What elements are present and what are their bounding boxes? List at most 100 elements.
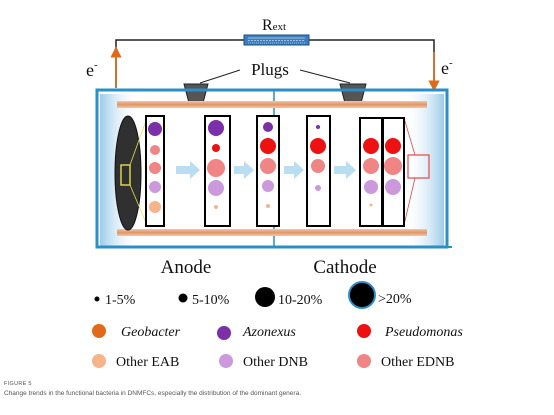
pseudomonas-circle [363, 138, 379, 154]
community-column-3 [256, 115, 280, 227]
size-marker-xlarge [348, 281, 376, 309]
plug-left [183, 83, 209, 104]
external-resistor [243, 34, 310, 46]
other-ednb-circle [207, 159, 225, 177]
cathode-zoom-line-bottom [403, 177, 416, 226]
svg-text:Other EDNB: Other EDNB [381, 355, 455, 370]
figure-caption: FIGURE 5 Change trends in the functional… [4, 380, 550, 398]
plug-pointer-left [199, 69, 241, 84]
caption-text: Change trends in the functional bacteria… [4, 390, 301, 397]
community-column-5 [359, 117, 383, 227]
size-legend-item: 5-10% [178, 293, 230, 308]
community-columns [145, 115, 405, 227]
pseudomonas-circle [212, 144, 220, 152]
other-eab-circle [266, 204, 270, 208]
plugs-label: Plugs [251, 60, 289, 79]
geobacter-swatch [92, 324, 106, 338]
other-dnb-swatch [219, 354, 233, 368]
other-ednb-circle [260, 158, 276, 174]
other-dnb-circle [149, 181, 161, 193]
pseudomonas-circle [385, 138, 401, 154]
cathode-label: Cathode [313, 257, 376, 278]
svg-text:5-10%: 5-10% [192, 293, 230, 308]
azonexus-swatch [217, 326, 231, 340]
size-legend-item: 10-20% [255, 287, 323, 308]
size-legend-item: 1-5% [94, 293, 136, 308]
other-dnb-circle [364, 180, 378, 194]
azonexus-circle [316, 125, 320, 129]
other-eab-circle [214, 205, 218, 209]
flow-arrows [176, 161, 356, 179]
other-ednb-circle [149, 162, 161, 174]
plug-right [339, 83, 367, 104]
genus-legend-item: Other DNB [219, 354, 308, 370]
top-electrode-rod [117, 101, 427, 108]
electron-label-left: e- [86, 59, 98, 80]
size-marker-small [94, 296, 100, 302]
figure-label: FIGURE 5 [4, 381, 32, 387]
size-marker-medium [178, 293, 188, 303]
resistor-pattern [248, 37, 305, 44]
anode-zoom-box [120, 164, 131, 186]
other-ednb-swatch [357, 354, 371, 368]
community-column-6 [382, 117, 405, 227]
flow-arrow-4 [334, 161, 356, 179]
cathode-glow [404, 94, 444, 246]
other-eab-circle [149, 201, 161, 213]
other-ednb-circle [311, 159, 325, 173]
electron-label-right: e- [441, 57, 453, 78]
other-ednb-circle [384, 157, 402, 175]
plugs: Plugs [183, 60, 367, 104]
other-dnb-circle [208, 180, 224, 196]
genus-legend-item: Azonexus [217, 325, 296, 340]
svg-text:Pseudomonas: Pseudomonas [384, 325, 463, 340]
other-eab-circle [369, 203, 373, 207]
flow-arrow-2 [234, 161, 254, 179]
genus-legend-item: Geobacter [92, 324, 181, 340]
other-dnb-circle [385, 179, 401, 195]
svg-text:10-20%: 10-20% [278, 293, 323, 308]
svg-text:Azonexus: Azonexus [242, 325, 296, 340]
external-circuit: Rext e- e- [86, 17, 453, 92]
resistor-label: Rext [262, 17, 286, 34]
cathode-zoom-line-top [403, 117, 416, 156]
genus-legend-item: Pseudomonas [357, 324, 463, 340]
svg-text:>20%: >20% [378, 292, 412, 307]
anode-label: Anode [161, 257, 212, 278]
community-column-2 [204, 115, 231, 227]
size-legend: 1-5% 5-10% 10-20% >20% [94, 281, 412, 309]
azonexus-circle [263, 122, 273, 132]
chamber-outline [95, 88, 449, 249]
svg-text:Other EAB: Other EAB [116, 355, 179, 370]
pseudomonas-circle [260, 138, 276, 154]
genus-legend-item: Other EDNB [357, 354, 455, 370]
geobacter-circle [148, 122, 162, 136]
flow-arrow-1 [176, 161, 200, 179]
plug-pointer-right [299, 69, 351, 84]
other-ednb-circle [363, 158, 379, 174]
pseudomonas-circle [310, 138, 326, 154]
genus-legend-item: Other EAB [92, 354, 179, 370]
size-legend-item: >20% [348, 281, 412, 309]
community-column-1 [145, 115, 165, 227]
flow-arrow-3 [284, 161, 304, 179]
size-marker-large [255, 287, 275, 307]
anode-electrode [114, 115, 142, 231]
other-dnb-circle [315, 185, 321, 191]
pseudomonas-swatch [357, 324, 371, 338]
bottom-electrode-rod [117, 229, 427, 236]
svg-text:Other DNB: Other DNB [243, 355, 308, 370]
azonexus-circle [208, 120, 224, 136]
svg-text:1-5%: 1-5% [105, 293, 136, 308]
reactor-chamber [95, 88, 452, 249]
cathode-zoom-box [407, 154, 430, 179]
other-ednb-circle [150, 145, 160, 155]
anode-zoom-line-bottom [129, 184, 148, 226]
other-eab-swatch [92, 354, 106, 368]
svg-text:Geobacter: Geobacter [121, 325, 181, 340]
anode-zoom-line-top [129, 117, 148, 166]
genus-legend: Geobacter Azonexus Pseudomonas Other EAB… [92, 324, 463, 370]
community-column-4 [306, 115, 331, 227]
other-dnb-circle [262, 180, 274, 192]
